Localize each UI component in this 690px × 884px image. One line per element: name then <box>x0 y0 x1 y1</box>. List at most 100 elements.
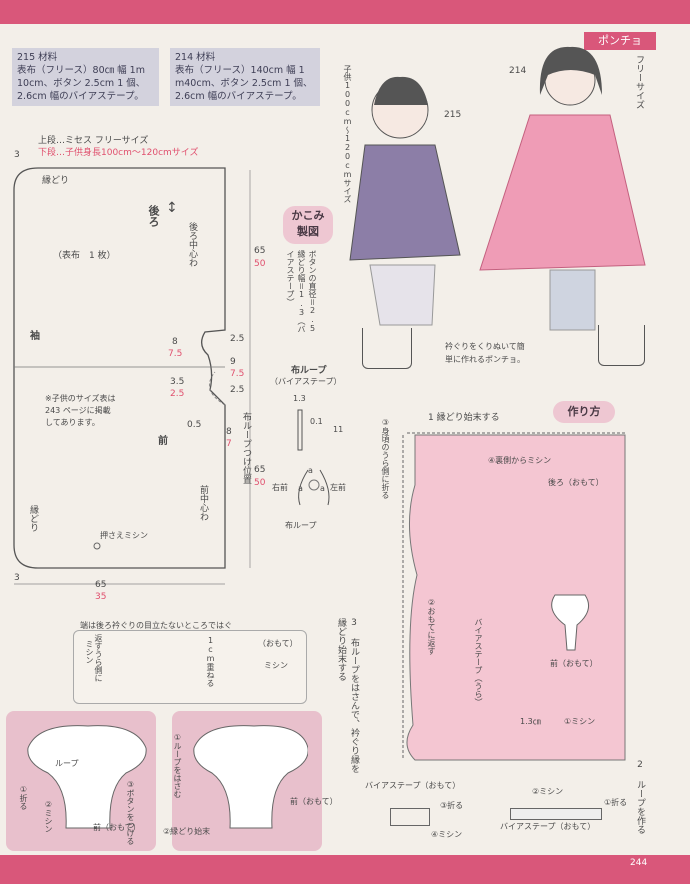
dim: 7.5 <box>168 349 183 359</box>
dim: 2.5 <box>170 389 185 399</box>
loop-subtitle: （バイアステープ） <box>270 377 342 386</box>
dim: 3.5 <box>170 377 185 387</box>
page-number: 244 <box>630 858 648 868</box>
materials-215-line: 10cm、ボタン 2.5cm 1 個、 <box>17 78 146 89</box>
step1-back: 後ろ（おもて） <box>548 478 604 487</box>
end-note-n1: 返すうら側に <box>94 634 103 682</box>
end-note-face: （おもて） <box>258 639 298 648</box>
size-note-line: 243 ページに掲載 <box>45 406 111 415</box>
step2-stitch2: ②ミシン <box>532 787 564 796</box>
label-215: 215 <box>444 110 462 120</box>
loop-position: 布ループつけ位置 <box>241 412 251 484</box>
step2-stitch4: ④ミシン <box>431 830 463 839</box>
step1-inside: ③身頃のうら側に折る <box>381 418 390 499</box>
sleeve-label: 袖 <box>30 331 40 342</box>
dim: 50 <box>254 478 266 488</box>
neckline-shape-small <box>598 325 645 366</box>
bl-front: 前（おもて） <box>93 823 141 832</box>
step1-title: 1 縁どり始末する <box>428 413 500 423</box>
step2-tape-a: バイアステープ（おもて） <box>365 781 461 790</box>
binding-bottom: 縁どり <box>28 505 38 532</box>
dim: 50 <box>254 259 266 269</box>
step1-diagram <box>402 432 626 761</box>
end-note-box <box>73 630 307 704</box>
howto-title: 作り方 <box>553 401 615 423</box>
materials-214: 214 材料 表布（フリース）140cm 幅 1 m40cm、ボタン 2.5cm… <box>170 48 320 106</box>
dim: 65 <box>254 465 266 475</box>
poncho-illustration <box>349 46 646 331</box>
bl-loop: ループ <box>55 759 79 768</box>
size-bottom: 下段…子供身長100cm〜120cmサイズ <box>38 148 199 158</box>
dim: 65 <box>254 246 266 256</box>
dim: 2.5 <box>230 385 245 395</box>
dim: 8 <box>172 337 178 347</box>
loop-left: 左前 <box>330 483 346 492</box>
materials-214-line: 表布（フリース）140cm 幅 1 <box>175 65 305 76</box>
step1-face: ②おもてに返す <box>427 598 436 655</box>
materials-215-line: 表布（フリース）80㎝ 幅 1m <box>17 65 145 76</box>
back-arrow: ↕ <box>166 200 178 216</box>
step2-title: 2 ループを作る <box>635 760 645 834</box>
back-label: 後ろ <box>147 205 160 227</box>
kakomi-badge: かこみ 製図 <box>283 206 333 244</box>
bm-front: 前（おもて） <box>290 797 338 806</box>
step3-title: 3 布ループをはさんで、衿ぐり縁を縁どり始末する <box>336 618 359 773</box>
loop-right: 右前 <box>272 483 288 492</box>
button-note: ボタンの直径＝2.5 縁どり幅＝1.3（バイアステープ） <box>286 250 317 333</box>
loop-dim: 1.3 <box>293 394 306 403</box>
fabric-label: （表布 1 枚） <box>53 251 116 261</box>
loop-a: a <box>320 484 325 493</box>
materials-214-title: 214 材料 <box>175 52 216 63</box>
size-note-line: してあります。 <box>45 418 100 427</box>
loop-caption: 布ループ <box>285 521 317 530</box>
end-note-stitch: ミシン <box>264 661 288 670</box>
step1-tape: バイアステープ（うら） <box>474 618 483 706</box>
dim: 7.5 <box>230 369 245 379</box>
loop-a: a <box>308 466 313 475</box>
materials-215-line: 2.6cm 幅のバイアステープ。 <box>17 91 144 102</box>
loop-dim: 0.1 <box>310 417 323 426</box>
kid-size: 子供100cm〜120cmサイズ <box>343 65 352 203</box>
size-note-line: ※子供のサイズ表は <box>45 394 116 403</box>
step1-front: 前（おもて） <box>550 659 598 668</box>
size-note: ※子供のサイズ表は 243 ページに掲載 してあります。 <box>45 393 115 429</box>
step1-stitch: ①ミシン <box>564 717 596 726</box>
step1-reverse: ④裏側からミシン <box>488 456 552 465</box>
dim: 0.5 <box>187 420 202 430</box>
neckline-shape-small <box>362 328 412 369</box>
binding-top: 縁どり <box>42 176 70 186</box>
materials-214-line: 2.6cm 幅のバイアステープ。 <box>175 91 302 102</box>
materials-215: 215 材料 表布（フリース）80㎝ 幅 1m 10cm、ボタン 2.5cm 1… <box>12 48 159 106</box>
dim: 3 <box>14 573 20 583</box>
dim: 65 <box>95 580 107 590</box>
end-note-n2: 1cm重ねる <box>206 636 215 687</box>
poncho-caption-line: 単に作れるポンチョ。 <box>445 355 525 364</box>
loop-a: a <box>298 484 303 493</box>
top-bar <box>0 0 690 24</box>
dim: 7 <box>226 439 232 449</box>
bottom-bar <box>0 855 690 884</box>
step2-part <box>390 808 430 826</box>
dim: 3 <box>14 150 20 160</box>
dim: 9 <box>230 357 236 367</box>
loop-diagram <box>297 409 330 506</box>
materials-214-line: m40cm、ボタン 2.5cm 1 個、 <box>175 78 313 89</box>
adult-size: フリーサイズ <box>634 55 644 109</box>
step2-fold1: ①折る <box>604 798 628 807</box>
topstitch-label: 押さえミシン <box>100 531 148 540</box>
kakomi-line: 製図 <box>297 225 319 238</box>
poncho-caption-line: 衿ぐりをくりぬいて簡 <box>445 342 525 351</box>
step2-strip <box>510 808 602 820</box>
step1-13: 1.3㎝ <box>520 717 541 726</box>
dim: 8 <box>226 427 232 437</box>
materials-215-title: 215 材料 <box>17 52 58 63</box>
dim: 2.5 <box>230 334 245 344</box>
loop-title: 布ループ <box>291 366 327 376</box>
front-label: 前 <box>158 436 168 447</box>
poncho-caption: 衿ぐりをくりぬいて簡 単に作れるポンチョ。 <box>445 340 525 366</box>
collar-diagrams <box>27 725 308 829</box>
bm-finish: ②縁どり始末 <box>163 827 211 836</box>
bl-stitch: ②ミシン <box>44 800 53 833</box>
end-note-title: 端は後ろ衿ぐりの目立たないところではぐ <box>80 621 232 630</box>
bl-attach: ③ボタンをつける <box>126 780 135 845</box>
